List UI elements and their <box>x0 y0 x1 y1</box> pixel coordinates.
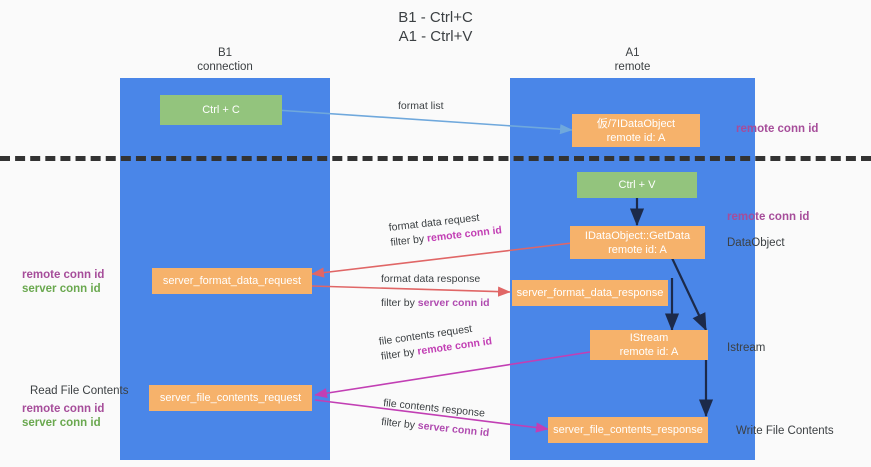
node-ctrl-c-line1: Ctrl + C <box>202 104 240 116</box>
node-virtual-idataobject-line2: remote id: A <box>606 131 666 144</box>
node-idataobject-getdata-line1: IDataObject::GetData <box>584 229 691 242</box>
node-ctrl-v[interactable]: Ctrl + V <box>577 172 697 198</box>
column-heading-a1: A1 remote <box>614 47 651 73</box>
edge-label-format-list: format list <box>398 100 444 112</box>
node-server-file-contents-request-line1: server_file_contents_request <box>159 392 302 404</box>
node-ctrl-v-line1: Ctrl + V <box>618 179 656 191</box>
edge-label-file-contents-request: file contents request filter by remote c… <box>378 319 493 364</box>
node-idataobject-getdata-line2: remote id: A <box>608 243 667 256</box>
edge-label-format-data-response-line1: format data response <box>381 273 481 285</box>
filter-by-prefix: filter by <box>381 297 418 309</box>
annotation-dataobject: DataObject <box>727 237 785 249</box>
highlight-server-conn-id: server conn id <box>417 419 490 440</box>
annotation-istream: Istream <box>727 342 766 354</box>
edge-label-file-contents-response: file contents response filter by server … <box>380 396 492 441</box>
filter-by-prefix: filter by <box>380 415 419 432</box>
edge-label-format-data-response-line2: filter by server conn id <box>381 296 490 311</box>
annotation-remote-conn-id-left-2: remote conn id <box>22 403 105 415</box>
edge-label-format-data-request: format data request filter by remote con… <box>388 208 503 250</box>
filter-by-prefix: filter by <box>389 232 428 249</box>
annotation-remote-conn-id-mid: remote conn id <box>727 211 810 223</box>
node-server-format-data-response[interactable]: server_format_data_response <box>512 280 668 306</box>
node-server-format-data-response-line1: server_format_data_response <box>516 287 664 299</box>
node-istream[interactable]: IStream remote id: A <box>590 330 708 360</box>
node-server-format-data-request[interactable]: server_format_data_request <box>152 268 312 294</box>
node-server-file-contents-response-line1: server_file_contents_response <box>553 424 703 436</box>
annotation-remote-conn-id-top: remote conn id <box>736 123 819 135</box>
annotation-read-file-contents: Read File Contents <box>30 385 129 397</box>
page-title: B1 - Ctrl+C A1 - Ctrl+V <box>398 9 473 45</box>
node-server-file-contents-request[interactable]: server_file_contents_request <box>149 385 312 411</box>
node-virtual-idataobject-line1: 仮/7IDataObject <box>596 117 676 130</box>
highlight-server-conn-id: server conn id <box>417 297 490 309</box>
node-istream-line2: remote id: A <box>619 346 679 358</box>
annotation-server-conn-id-left-2: server conn id <box>22 417 101 429</box>
column-heading-b1: B1 connection <box>197 47 253 73</box>
edge-label-format-data-response: format data response filter by server co… <box>381 272 490 311</box>
node-virtual-idataobject[interactable]: 仮/7IDataObject remote id: A <box>572 114 700 147</box>
annotation-write-file-contents: Write File Contents <box>736 425 834 437</box>
node-server-file-contents-response[interactable]: server_file_contents_response <box>548 417 708 443</box>
node-server-format-data-request-line1: server_format_data_request <box>162 275 302 287</box>
annotation-server-conn-id-left-1: server conn id <box>22 283 101 295</box>
node-ctrl-c[interactable]: Ctrl + C <box>160 95 282 125</box>
node-istream-line1: IStream <box>629 332 669 344</box>
annotation-remote-conn-id-left-1: remote conn id <box>22 269 105 281</box>
phase-separator <box>0 156 871 161</box>
filter-by-prefix: filter by <box>380 345 419 363</box>
node-idataobject-getdata[interactable]: IDataObject::GetData remote id: A <box>570 226 705 259</box>
